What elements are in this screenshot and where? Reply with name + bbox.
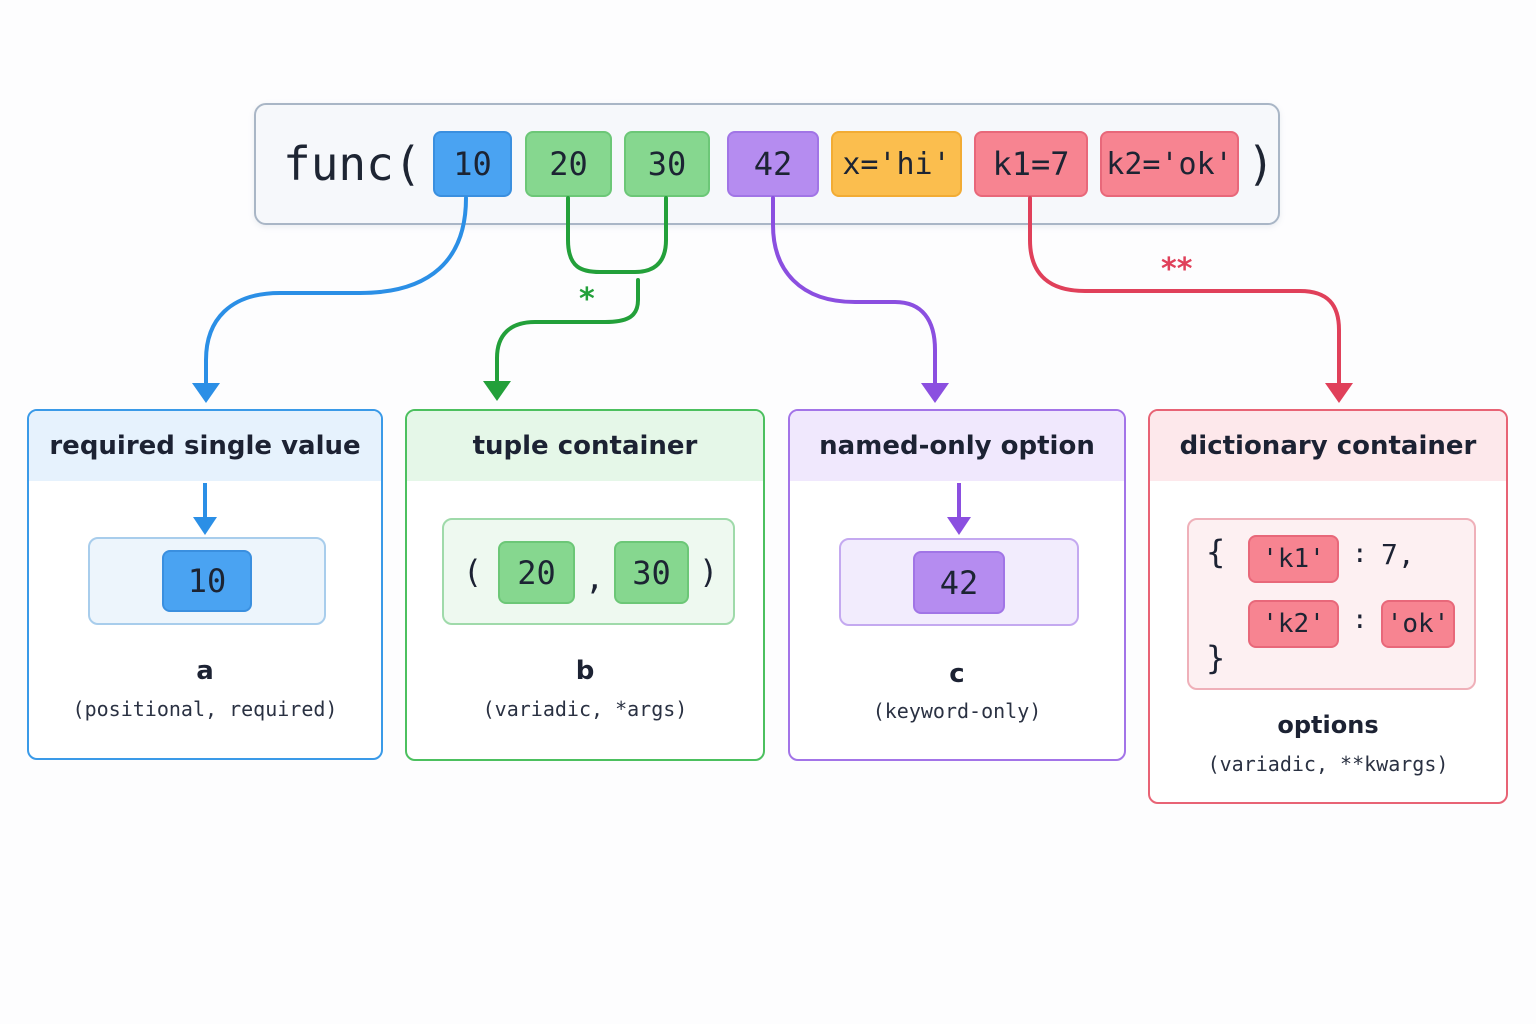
value-chip-42: 42 xyxy=(913,551,1005,614)
arg-10[interactable]: 10 xyxy=(433,131,512,197)
value-chip-10: 10 xyxy=(162,550,252,612)
down-arrow-icon xyxy=(193,483,217,535)
param-name-b: b xyxy=(575,656,595,686)
down-arrow-icon xyxy=(947,483,971,535)
dict-colon-1: : xyxy=(1352,539,1368,569)
arg-42[interactable]: 42 xyxy=(727,131,819,197)
panel-title: tuple container xyxy=(407,411,763,481)
double-star-operator: ** xyxy=(1161,252,1193,287)
function-name: func( xyxy=(283,137,422,191)
close-paren: ) xyxy=(1247,137,1275,191)
connector-purple xyxy=(771,196,937,387)
connector-green xyxy=(495,278,640,385)
arg-30[interactable]: 30 xyxy=(624,131,710,197)
tuple-open-paren: ( xyxy=(463,553,483,591)
dict-colon-2: : xyxy=(1352,605,1368,635)
arg-k2[interactable]: k2='ok' xyxy=(1100,131,1239,197)
dict-open-brace: { xyxy=(1206,533,1226,571)
param-kind: (positional, required) xyxy=(72,697,338,721)
tuple-separator: , xyxy=(585,559,605,597)
panel-title: dictionary container xyxy=(1150,411,1506,481)
dict-key-k2: 'k2' xyxy=(1248,600,1339,648)
dict-close-brace: } xyxy=(1206,639,1226,677)
panel-required-single-value: required single value 10 a (positional, … xyxy=(27,409,383,760)
param-name-a: a xyxy=(196,656,214,686)
arg-x-hi[interactable]: x='hi' xyxy=(831,131,962,197)
arrowhead-green-icon xyxy=(483,381,511,401)
connector-blue xyxy=(204,196,468,387)
dict-value-ok: 'ok' xyxy=(1381,600,1455,648)
tuple-item-30: 30 xyxy=(614,541,689,604)
param-name-options: options xyxy=(1277,711,1379,739)
arg-k1[interactable]: k1=7 xyxy=(974,131,1088,197)
connector-green-join xyxy=(566,196,668,274)
arrowhead-purple-icon xyxy=(921,383,949,403)
panel-title: named-only option xyxy=(790,411,1124,481)
param-name-c: c xyxy=(949,659,965,689)
dict-value-7: 7, xyxy=(1381,538,1415,571)
dict-key-k1: 'k1' xyxy=(1248,535,1339,583)
param-kind: (keyword-only) xyxy=(872,699,1042,723)
panel-named-only-option: named-only option 42 c (keyword-only) xyxy=(788,409,1126,761)
panel-title: required single value xyxy=(29,411,381,481)
param-kind: (variadic, *args) xyxy=(482,697,688,721)
panel-tuple-container: tuple container ( 20 , 30 ) b (variadic,… xyxy=(405,409,765,761)
tuple-close-paren: ) xyxy=(699,553,719,591)
star-operator: * xyxy=(579,282,595,317)
param-kind: (variadic, **kwargs) xyxy=(1207,752,1449,776)
panel-dictionary-container: dictionary container { 'k1' : 7, 'k2' : … xyxy=(1148,409,1508,804)
tuple-item-20: 20 xyxy=(498,541,575,604)
arg-20[interactable]: 20 xyxy=(525,131,612,197)
arrowhead-blue-icon xyxy=(192,383,220,403)
arrowhead-red-icon xyxy=(1325,383,1353,403)
connector-red xyxy=(1028,196,1341,387)
